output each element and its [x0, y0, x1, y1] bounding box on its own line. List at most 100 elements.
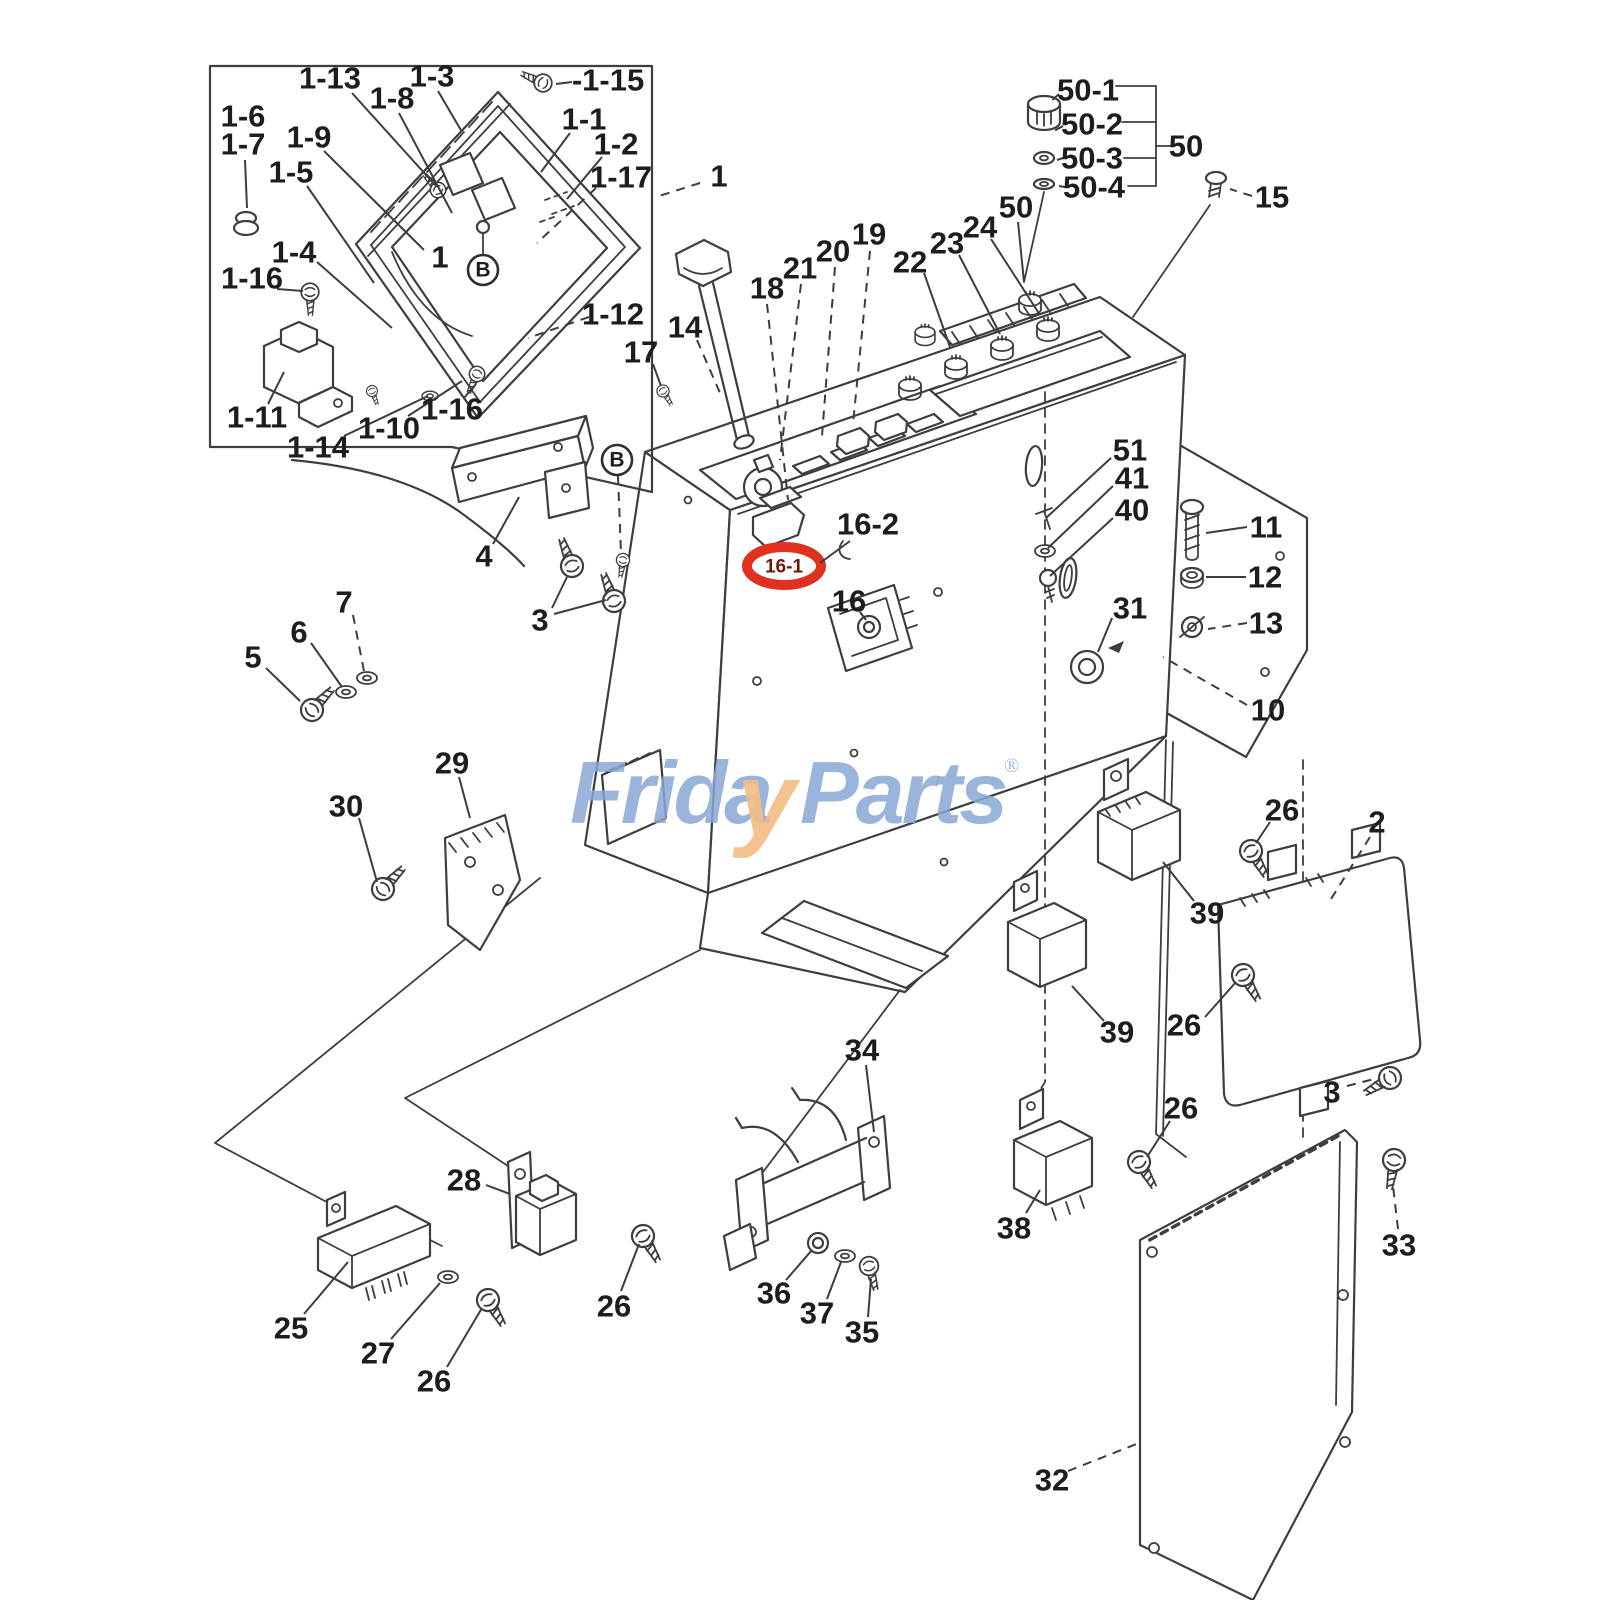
- leader-line-50-4: [1058, 185, 1066, 188]
- part-label-35: 35: [845, 1315, 879, 1350]
- leader-line-25: [303, 1261, 349, 1315]
- part-label-50: 50: [1169, 129, 1203, 164]
- leader-line-39: [1162, 861, 1195, 902]
- leader-line-50-2: [1051, 125, 1064, 133]
- bracket-29-group: [366, 813, 522, 952]
- part-label-1-14: 1-14: [287, 430, 350, 465]
- relay-39b: [1006, 869, 1088, 989]
- bracket-4-group: [295, 382, 677, 727]
- leader-line-35: [867, 1278, 872, 1318]
- part-label-13: 13: [1249, 606, 1283, 641]
- part-label-15: 15: [1255, 180, 1289, 215]
- part-label-20: 20: [816, 234, 850, 269]
- leader-line-17: [652, 363, 662, 387]
- solenoid-34: [722, 1086, 892, 1294]
- part-label-31: 31: [1113, 591, 1147, 626]
- leader-line-1-3: [437, 90, 463, 133]
- watermark-registered-mark: ®: [1004, 755, 1019, 777]
- part-label-27: 27: [361, 1336, 395, 1371]
- leader-line-10: [1162, 656, 1248, 706]
- part-label-16: 16: [832, 584, 866, 619]
- part-label-50-2: 50-2: [1061, 107, 1123, 142]
- leader-line-11: [1205, 526, 1248, 534]
- part-label-50-4: 50-4: [1063, 170, 1126, 205]
- part-label-1-2: 1-2: [594, 127, 639, 162]
- highlighted-part-label: 16-1: [765, 557, 803, 578]
- leader-lines-layer: [244, 81, 1399, 1472]
- part-label-39: 39: [1100, 1015, 1134, 1050]
- leader-line-1-7: [244, 159, 248, 209]
- part-label-11: 11: [1250, 510, 1283, 545]
- part-label-50-3: 50-3: [1061, 141, 1123, 176]
- leader-line-26: [1255, 821, 1271, 844]
- detail-marker-circle: [466, 253, 500, 287]
- part-label-32: 32: [1035, 1463, 1069, 1498]
- leader-line-B: [617, 475, 622, 554]
- part-label-1-7: 1-7: [221, 127, 266, 162]
- leader-line-39: [1071, 985, 1105, 1022]
- part-label-26: 26: [1164, 1091, 1198, 1126]
- leader-line-50-1: [1049, 93, 1060, 103]
- leader-line-22: [923, 272, 951, 348]
- part-label-33: 33: [1382, 1228, 1416, 1263]
- leader-line-40: [1049, 517, 1114, 577]
- part-label-18: 18: [750, 271, 784, 306]
- part-label-10: 10: [1251, 693, 1285, 728]
- part-label-1: 1: [710, 159, 727, 194]
- part-label-19: 19: [852, 217, 886, 252]
- top-right-hardware: [1023, 85, 1228, 685]
- leader-line-19: [852, 250, 871, 425]
- leader-line-1-1: [540, 132, 571, 173]
- part-label-22: 22: [893, 245, 927, 280]
- part-label-1-8: 1-8: [370, 81, 415, 116]
- part-label-1-16: 1-16: [421, 392, 483, 427]
- part-label-51: 51: [1113, 433, 1147, 468]
- part-label-12: 12: [1248, 560, 1282, 595]
- part-label-6: 6: [290, 615, 307, 650]
- leader-line-5: [265, 667, 301, 702]
- leader-line-1-9: [323, 150, 425, 251]
- leader-line--1-15: [555, 81, 573, 85]
- part-label-1-6: 1-6: [221, 99, 266, 134]
- part-label-29: 29: [435, 746, 469, 781]
- leader-line-26: [446, 1307, 483, 1368]
- leader-line-37: [826, 1261, 842, 1300]
- part-label-1-9: 1-9: [287, 120, 332, 155]
- leader-line-2: [1330, 836, 1371, 900]
- leader-line-16: [859, 611, 867, 621]
- part-label-1: 1: [431, 240, 448, 275]
- highlight-ellipse: [742, 542, 826, 590]
- watermark: Frida y Parts ®: [570, 741, 1019, 859]
- leader-line-3: [1346, 1077, 1379, 1087]
- leader-line-14: [696, 339, 721, 394]
- leader-line-1-14: [343, 395, 429, 437]
- watermark-word-1: Frida: [570, 743, 771, 842]
- part-label-16-2: 16-2: [837, 507, 899, 542]
- part-label-26: 26: [417, 1364, 451, 1399]
- part-label-1-5: 1-5: [269, 155, 314, 190]
- relay-38: [1012, 1087, 1094, 1221]
- part-label-1-17: 1-17: [590, 160, 652, 195]
- part-label-1-11: 1-11: [227, 400, 287, 435]
- leader-line-18: [766, 303, 789, 501]
- part-label-17: 17: [624, 335, 658, 370]
- leader-line-3: [551, 576, 568, 609]
- part-label-26: 26: [1265, 793, 1299, 828]
- part-label-3: 3: [531, 603, 548, 638]
- leader-line-26: [620, 1243, 640, 1292]
- part-label-26: 26: [1167, 1008, 1201, 1043]
- leader-line-34: [865, 1064, 875, 1133]
- leader-line-41: [1047, 485, 1114, 549]
- part-label-4: 4: [475, 539, 493, 574]
- watermark-word-3: Parts: [800, 743, 1005, 842]
- leader-line-13: [1207, 622, 1248, 630]
- relay-39a: [1096, 757, 1182, 882]
- leader-line-4: [492, 496, 520, 545]
- leader-line-1-13: [351, 92, 437, 187]
- detail-marker-circle: [600, 443, 634, 477]
- part-label-B: B: [609, 449, 624, 472]
- part-label-28: 28: [447, 1163, 481, 1198]
- part-label-26: 26: [597, 1289, 631, 1324]
